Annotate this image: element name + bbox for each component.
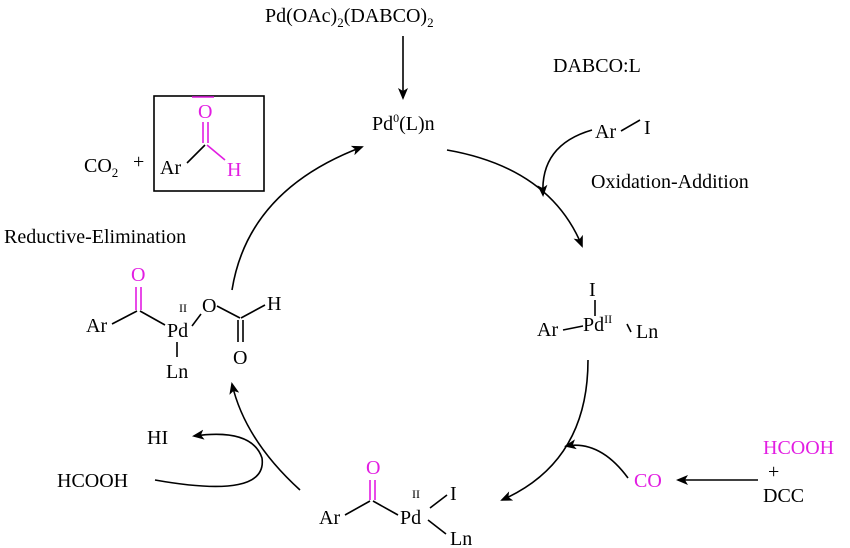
aldehyde-ar-c-bond xyxy=(186,144,206,164)
co-source-hcooh: HCOOH xyxy=(763,437,834,459)
oa-iodide: I xyxy=(589,279,596,301)
oa-pd: PdII xyxy=(583,312,612,336)
formate-acyl-o: O xyxy=(131,264,145,286)
carbon-monoxide: CO xyxy=(634,470,662,492)
cycle-arrow-oxidative-addition xyxy=(446,149,583,248)
exchange-hcooh: HCOOH xyxy=(57,470,128,492)
acyl-pd-oxidation: II xyxy=(412,487,420,501)
exchange-arrow xyxy=(154,429,263,488)
acyl-ar-c-bond xyxy=(344,500,371,516)
pd0-label: Pd0(L)n xyxy=(372,111,435,135)
aryl-iodide-ar: Ar xyxy=(595,121,616,143)
acyl-o: O xyxy=(366,457,380,479)
acyl-iodide: I xyxy=(450,483,457,505)
cycle-arrow-reductive-elimination xyxy=(231,145,364,291)
formate-pd-oxidation: II xyxy=(179,301,187,315)
aldehyde-ch-bond xyxy=(206,144,226,161)
aldehyde-ar: Ar xyxy=(160,157,181,179)
cycle-arrow-co-insertion xyxy=(500,359,589,501)
aldehyde-product-box: Ar O H xyxy=(153,95,265,192)
step-reductive-elimination: Reductive-Elimination xyxy=(4,226,186,248)
formate-ar: Ar xyxy=(86,315,107,337)
aryl-iodide-entry-arrow xyxy=(537,129,593,197)
aldehyde-h: H xyxy=(227,159,241,181)
step-oxidation-addition: Oxidation-Addition xyxy=(591,171,749,193)
co2-label: CO2 xyxy=(84,155,118,180)
formate-c-pd-bond xyxy=(139,310,166,326)
aryl-iodide-bond xyxy=(620,119,641,132)
acyl-palladium-formate-complex: O Ar Pd II O H O Ln xyxy=(86,264,281,383)
acyl-pd-ln-bond xyxy=(427,519,447,535)
formate-h: H xyxy=(267,293,281,315)
co-entry-arrow xyxy=(564,439,629,479)
formate-pd: Pd xyxy=(167,320,188,342)
co-source-dcc: DCC xyxy=(763,485,804,507)
formate-o-c-bond xyxy=(216,305,241,319)
formate-ln: Ln xyxy=(166,361,188,383)
acyl-ln: Ln xyxy=(450,528,472,548)
precatalyst-label: Pd(OAc)2(DABCO)2 xyxy=(265,5,434,30)
exchange-hi: HI xyxy=(147,427,168,449)
acyl-pd-i-bond xyxy=(429,494,448,509)
formate-c-h-bond xyxy=(240,304,266,319)
formate-ar-c-bond xyxy=(111,310,138,325)
acyl-palladium-complex: O Ar Pd II I Ln xyxy=(319,457,472,548)
formate-o: O xyxy=(202,295,216,317)
product-plus: + xyxy=(133,151,144,173)
oa-ar: Ar xyxy=(537,319,558,341)
aldehyde-o: O xyxy=(198,101,212,123)
co-source-plus: + xyxy=(768,461,779,483)
acyl-c-pd-bond xyxy=(372,500,399,516)
aldehyde-box-frame xyxy=(153,95,265,192)
acyl-ar: Ar xyxy=(319,507,340,529)
cycle-arrow-ligand-exchange xyxy=(229,382,301,491)
formate-carbonyl-o: O xyxy=(233,347,247,369)
aryl-iodide-i: I xyxy=(644,117,651,139)
acyl-pd: Pd xyxy=(400,507,421,529)
oxidative-addition-complex: I Ar PdII Ln xyxy=(537,279,658,343)
oa-ar-pd-bond xyxy=(562,325,584,331)
oa-ln: Ln xyxy=(636,321,658,343)
ratio-label: DABCO:L xyxy=(553,55,641,77)
formate-pd-o-bond xyxy=(191,313,202,327)
oa-pd-ln-bond xyxy=(626,323,632,333)
